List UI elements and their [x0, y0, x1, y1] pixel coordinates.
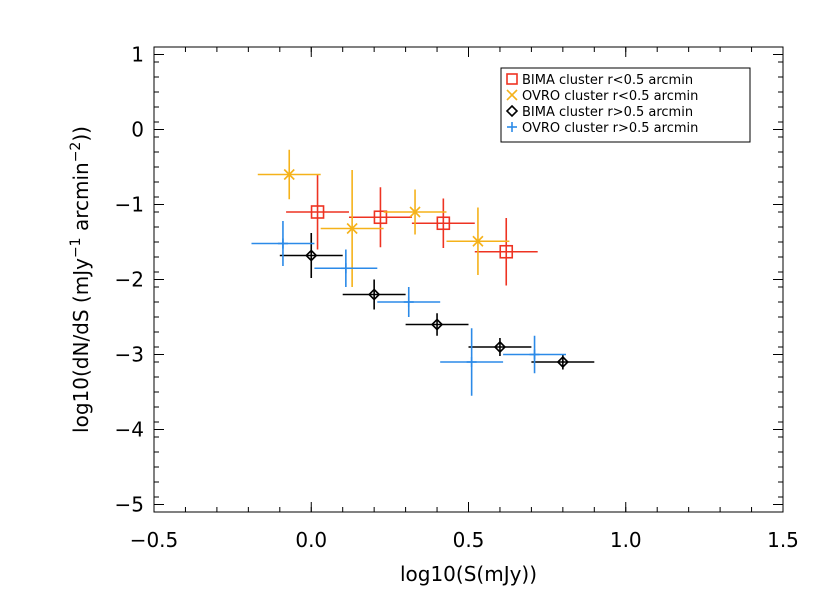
axis-ticks	[153, 46, 784, 513]
x-marker-stroke	[472, 235, 484, 247]
square-marker	[499, 244, 514, 259]
x-marker-stroke	[346, 222, 358, 235]
legend-label: OVRO cluster r<0.5 arcmin	[522, 89, 698, 104]
x-tick-label: 1.5	[767, 528, 799, 552]
y-tick-label: 0	[131, 118, 144, 142]
diamond-marker	[493, 340, 507, 354]
x-marker-stroke	[409, 206, 421, 218]
legend-item: BIMA cluster r>0.5 arcmin	[505, 104, 693, 120]
square-marker	[310, 205, 325, 219]
y-tick-label: −2	[115, 268, 144, 292]
series-diamond	[279, 233, 595, 370]
y-axis-label-exp1: −1	[68, 237, 84, 258]
data-point	[286, 174, 349, 250]
legend-label: BIMA cluster r>0.5 arcmin	[522, 105, 693, 120]
legend-item: OVRO cluster r<0.5 arcmin	[506, 89, 698, 104]
series-x	[257, 149, 510, 287]
data-point	[348, 187, 412, 248]
y-axis-label-suffix: ))	[69, 126, 93, 142]
square-marker	[373, 210, 388, 225]
data-point	[251, 221, 315, 266]
y-tick-label: 1	[131, 43, 144, 67]
series-plus	[251, 221, 566, 396]
diamond-marker	[305, 249, 318, 262]
data-point	[342, 279, 406, 310]
data-point	[446, 207, 510, 275]
y-tick-label: −1	[115, 193, 144, 217]
data-points	[251, 149, 595, 396]
data-point	[411, 198, 475, 248]
square-marker	[506, 73, 518, 85]
legend-label: OVRO cluster r>0.5 arcmin	[522, 121, 698, 136]
x-tick-label: −0.5	[130, 528, 179, 552]
y-tick-label: −4	[115, 418, 144, 442]
y-axis-label-middle: arcmin	[69, 162, 93, 237]
x-axis-label: log10(S(mJy))	[400, 562, 537, 586]
diamond-marker	[368, 288, 381, 301]
y-axis-label-prefix: log10(dN/dS (mJy	[69, 258, 93, 433]
data-point	[314, 249, 378, 287]
data-point	[279, 233, 343, 278]
data-point	[320, 170, 384, 287]
diamond-marker	[505, 104, 519, 118]
x-marker-stroke	[283, 168, 295, 181]
data-point	[440, 328, 504, 396]
data-point	[383, 189, 447, 235]
axis-tick-labels: −0.5 0.0 0.5 1.0 1.5 −5 −4 −3 −2 −1 0 1	[115, 43, 799, 553]
legend-item: OVRO cluster r>0.5 arcmin	[507, 121, 698, 136]
legend-box	[500, 67, 751, 143]
series-square	[286, 174, 538, 286]
data-point	[468, 338, 532, 356]
data-point	[503, 335, 566, 374]
y-tick-label: −5	[115, 493, 144, 517]
x-marker-stroke	[506, 89, 518, 101]
data-point	[257, 149, 321, 200]
legend-item: BIMA cluster r<0.5 arcmin	[506, 73, 693, 88]
data-point	[377, 287, 441, 317]
data-point	[474, 218, 538, 286]
y-tick-label: −3	[115, 343, 144, 367]
x-tick-label: 0.0	[295, 528, 327, 552]
x-tick-label: 0.5	[453, 528, 485, 552]
square-marker	[436, 216, 451, 231]
x-tick-label: 1.0	[610, 528, 642, 552]
data-point	[405, 313, 469, 336]
diamond-marker	[430, 318, 444, 331]
diamond-marker	[556, 355, 569, 369]
y-axis-label-exp2: −2	[68, 142, 84, 163]
data-point	[531, 354, 595, 370]
y-axis-label: log10(dN/dS (mJy−1 arcmin−2))	[68, 126, 93, 433]
legend-label: BIMA cluster r<0.5 arcmin	[522, 73, 693, 88]
